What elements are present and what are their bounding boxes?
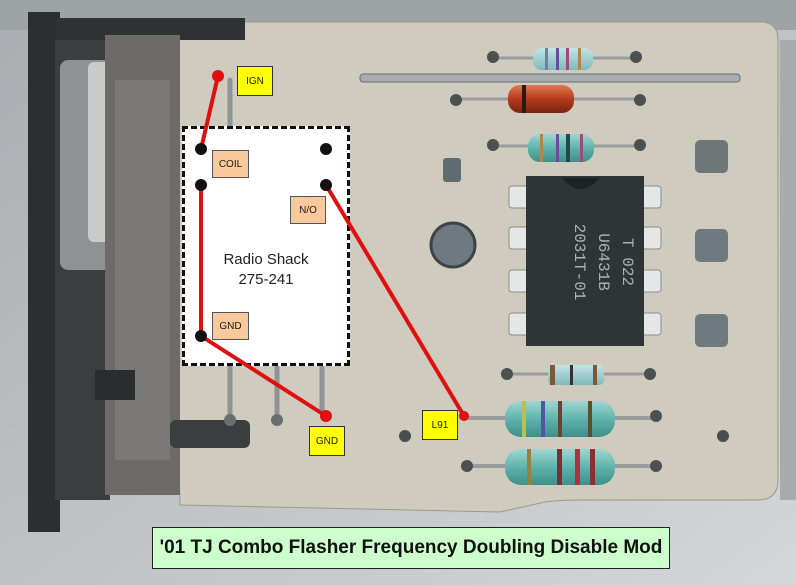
- connector-housing: [28, 12, 250, 532]
- relay-pin-coil2-dot: [195, 179, 207, 191]
- smd-pad: [695, 229, 728, 262]
- label-coil: COIL: [212, 150, 249, 178]
- ic-marking-line3: 2031T-01: [570, 224, 588, 301]
- relay-pin-coil-dot: [195, 143, 207, 155]
- relay-part-label: Radio Shack 275-241: [182, 250, 350, 290]
- resistor-5: [461, 449, 662, 485]
- gnd-solder-point: [320, 410, 332, 422]
- mounting-hole: [399, 430, 411, 442]
- relay-legs: [227, 77, 325, 421]
- capacitor: [429, 221, 477, 269]
- label-l91: L91: [422, 410, 458, 440]
- solder-pad: [271, 414, 283, 426]
- smd-pad: [443, 158, 461, 182]
- relay-pin-gnd-dot: [195, 330, 207, 342]
- smd-pad: [695, 140, 728, 173]
- relay-outline: [182, 126, 350, 366]
- label-relay-gnd: GND: [212, 312, 249, 340]
- wire-ign-to-coil: [199, 74, 220, 151]
- ic-marking-line2: U6431B: [594, 233, 612, 291]
- board-edge-shadow: [780, 40, 796, 500]
- resistor-2: [487, 134, 646, 162]
- wire-no-to-l91: [324, 183, 466, 418]
- diode: [450, 85, 646, 113]
- label-no: N/O: [290, 196, 326, 224]
- mounting-hole: [717, 430, 729, 442]
- relay-pin-no-dot: [320, 179, 332, 191]
- ic-chip: T 022 U6431B 2031T-01: [508, 176, 662, 346]
- resistor-1: [487, 48, 642, 70]
- smd-pad: [695, 314, 728, 347]
- relay-part-number: 275-241: [238, 271, 294, 288]
- wire-relay-gnd-to-board-gnd: [199, 334, 328, 418]
- solder-pad: [224, 414, 236, 426]
- ic-marking-line1: T 022: [618, 238, 636, 286]
- label-board-gnd: GND: [309, 426, 345, 456]
- relay-brand: Radio Shack: [223, 251, 309, 268]
- l91-solder-point: [459, 411, 469, 421]
- label-ign: IGN: [237, 66, 273, 96]
- resistor-3: [501, 365, 656, 385]
- metal-strap: [359, 73, 741, 83]
- relay-pin-nc-dot: [320, 143, 332, 155]
- ign-solder-point: [212, 70, 224, 82]
- caption-title: '01 TJ Combo Flasher Frequency Doubling …: [152, 527, 670, 569]
- resistor-4: [466, 401, 662, 437]
